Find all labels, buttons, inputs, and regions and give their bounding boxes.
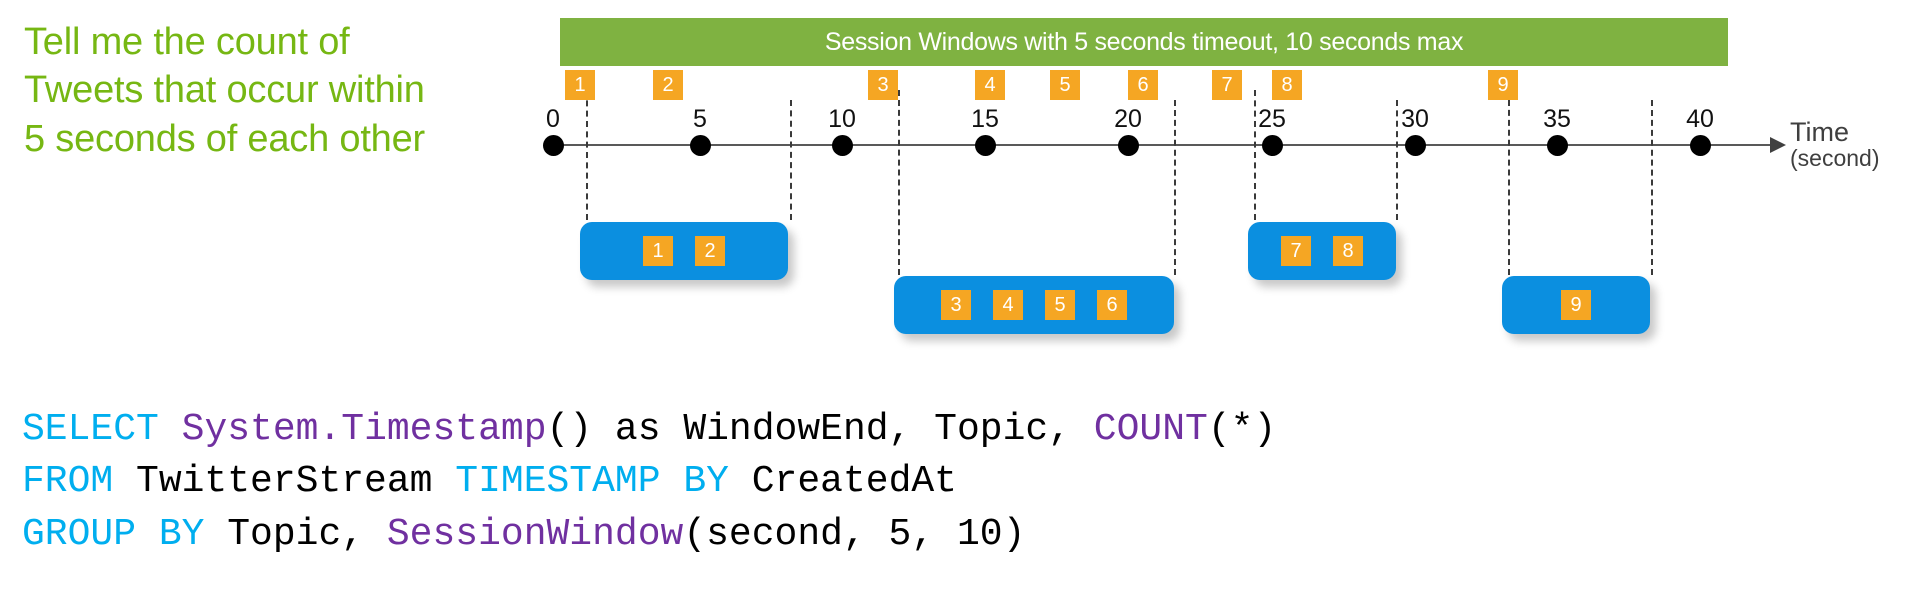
- sql-line-1: SELECT System.Timestamp() as WindowEnd, …: [22, 404, 1276, 456]
- timeline-tick-label: 10: [828, 105, 856, 133]
- timeline-tick-label: 30: [1401, 105, 1429, 133]
- sql-token: [159, 408, 182, 451]
- timeline-dot: [543, 135, 564, 156]
- sql-token: TIMESTAMP BY: [455, 460, 729, 504]
- timeline-dot: [832, 135, 853, 156]
- event-marker-9: 9: [1488, 70, 1518, 100]
- session-event-chip-6: 6: [1097, 290, 1127, 320]
- timeline-tick-label: 25: [1258, 105, 1286, 133]
- session-event-chip-4: 4: [993, 290, 1023, 320]
- session-event-chip-3: 3: [941, 290, 971, 320]
- sql-query-block: SELECT System.Timestamp() as WindowEnd, …: [22, 404, 1276, 561]
- timeline-dot: [1262, 135, 1283, 156]
- sql-token: CreatedAt: [728, 460, 957, 504]
- event-marker-7: 7: [1212, 70, 1242, 100]
- session-boundary-line: [1396, 100, 1398, 220]
- timeline-dot: [690, 135, 711, 156]
- session-windows-banner: Session Windows with 5 seconds timeout, …: [560, 18, 1728, 66]
- sql-token: () as WindowEnd, Topic,: [546, 408, 1094, 451]
- sql-token: SELECT: [22, 408, 159, 451]
- session-event-chip-8: 8: [1333, 236, 1363, 266]
- session-boundary-line: [1254, 90, 1256, 220]
- timeline-dot: [975, 135, 996, 156]
- timeline-tick-label: 0: [546, 105, 560, 133]
- session-boundary-line: [1508, 90, 1510, 275]
- axis-label-unit: (second): [1790, 145, 1880, 172]
- sql-token: Topic,: [204, 512, 387, 556]
- banner-title: Session Windows with 5 seconds timeout, …: [824, 27, 1464, 56]
- timeline-arrow-icon: [1770, 137, 1786, 153]
- sql-line-3: GROUP BY Topic, SessionWindow(second, 5,…: [22, 509, 1276, 561]
- session-boundary-line: [1651, 100, 1653, 275]
- timeline-tick-label: 5: [693, 105, 707, 133]
- event-marker-3: 3: [868, 70, 898, 100]
- timeline-tick-label: 40: [1686, 105, 1714, 133]
- session-boundary-line: [898, 90, 900, 275]
- event-marker-2: 2: [653, 70, 683, 100]
- timeline-axis: [545, 144, 1773, 146]
- session-boundary-line: [1174, 100, 1176, 275]
- session-event-chip-5: 5: [1045, 290, 1075, 320]
- sql-token: (second, 5, 10): [683, 512, 1026, 556]
- sql-line-2: FROM TwitterStream TIMESTAMP BY CreatedA…: [22, 456, 1276, 508]
- sql-token: GROUP BY: [22, 512, 205, 556]
- event-marker-1: 1: [565, 70, 595, 100]
- event-marker-4: 4: [975, 70, 1005, 100]
- event-marker-6: 6: [1128, 70, 1158, 100]
- event-marker-8: 8: [1272, 70, 1302, 100]
- timeline-axis-label: Time (second): [1790, 117, 1880, 172]
- timeline-dot: [1690, 135, 1711, 156]
- axis-label-time: Time: [1790, 117, 1849, 147]
- timeline-tick-label: 20: [1114, 105, 1142, 133]
- event-marker-5: 5: [1050, 70, 1080, 100]
- session-boundary-line: [790, 100, 792, 220]
- timeline-dot: [1547, 135, 1568, 156]
- session-event-chip-1: 1: [643, 236, 673, 266]
- slide-caption: Tell me the count of Tweets that occur w…: [24, 21, 426, 160]
- sql-token: COUNT: [1093, 408, 1208, 451]
- session-event-chip-7: 7: [1281, 236, 1311, 266]
- timeline-dot: [1405, 135, 1426, 156]
- timeline-dot: [1118, 135, 1139, 156]
- session-boundary-line: [586, 90, 588, 220]
- sql-token: (*): [1207, 408, 1277, 451]
- sql-token: System.Timestamp: [181, 408, 547, 451]
- sql-token: SessionWindow: [386, 512, 684, 556]
- session-window-4: 9: [1502, 276, 1650, 334]
- sql-token: TwitterStream: [113, 460, 456, 504]
- timeline-tick-label: 35: [1543, 105, 1571, 133]
- sql-token: FROM: [22, 460, 114, 504]
- timeline-tick-label: 15: [971, 105, 999, 133]
- session-event-chip-9: 9: [1561, 290, 1591, 320]
- session-event-chip-2: 2: [695, 236, 725, 266]
